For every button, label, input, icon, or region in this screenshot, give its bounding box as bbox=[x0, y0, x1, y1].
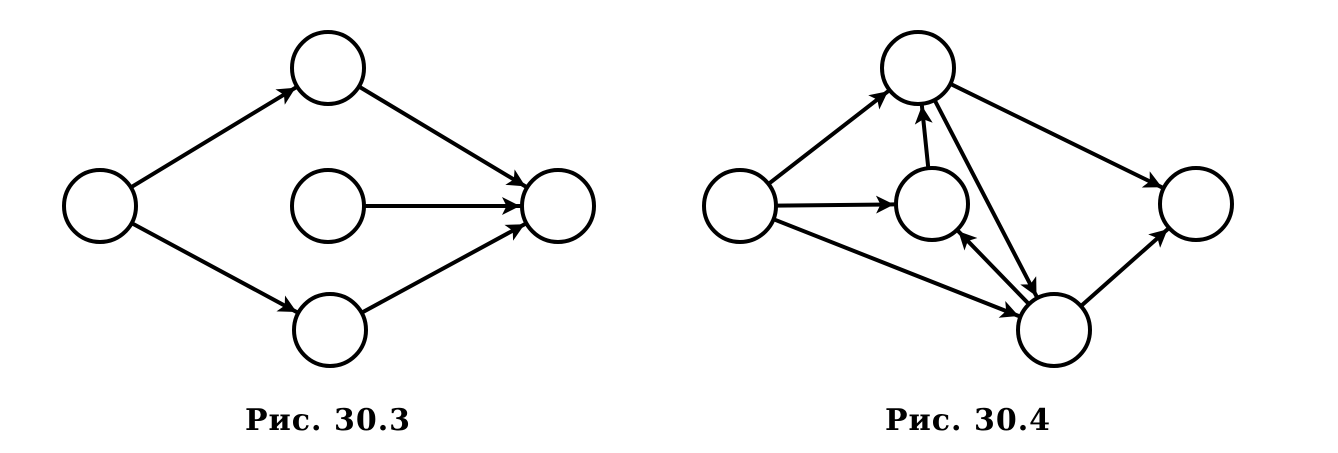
node-n3 bbox=[290, 168, 366, 244]
figure-30-3-nodes bbox=[62, 30, 596, 368]
edge-m1-m3 bbox=[774, 195, 896, 214]
node-n4 bbox=[292, 292, 368, 368]
node-m2 bbox=[880, 30, 956, 106]
edge-m1-m4 bbox=[771, 217, 1021, 318]
edge-n1-n4 bbox=[129, 221, 299, 314]
figure-30-3-edges bbox=[128, 84, 528, 315]
edge-m2-m5 bbox=[948, 81, 1164, 190]
edge-m3-m2 bbox=[914, 103, 933, 171]
figure-30-3: Рис. 30.3 bbox=[62, 30, 596, 438]
edge-m4-m5 bbox=[1078, 227, 1170, 309]
edge-n4-n5 bbox=[359, 222, 527, 315]
figure-30-3-caption: Рис. 30.3 bbox=[245, 403, 411, 438]
node-m1 bbox=[702, 168, 778, 244]
edge-m1-m2 bbox=[766, 89, 890, 186]
node-n1 bbox=[62, 168, 138, 244]
edge-m2-m4 bbox=[932, 98, 1039, 299]
node-m3 bbox=[894, 166, 970, 242]
figure-30-4-edges bbox=[766, 81, 1170, 318]
node-n5 bbox=[520, 168, 596, 244]
figure-30-4-nodes bbox=[702, 30, 1234, 368]
node-m4 bbox=[1016, 292, 1092, 368]
figure-30-4: Рис. 30.4 bbox=[702, 30, 1234, 438]
node-n2 bbox=[290, 30, 366, 106]
edge-m4-m3 bbox=[956, 229, 1031, 307]
edge-n2-n5 bbox=[356, 84, 528, 189]
node-m5 bbox=[1158, 166, 1234, 242]
figure-30-4-caption: Рис. 30.4 bbox=[885, 403, 1051, 438]
edge-n1-n2 bbox=[128, 85, 298, 190]
